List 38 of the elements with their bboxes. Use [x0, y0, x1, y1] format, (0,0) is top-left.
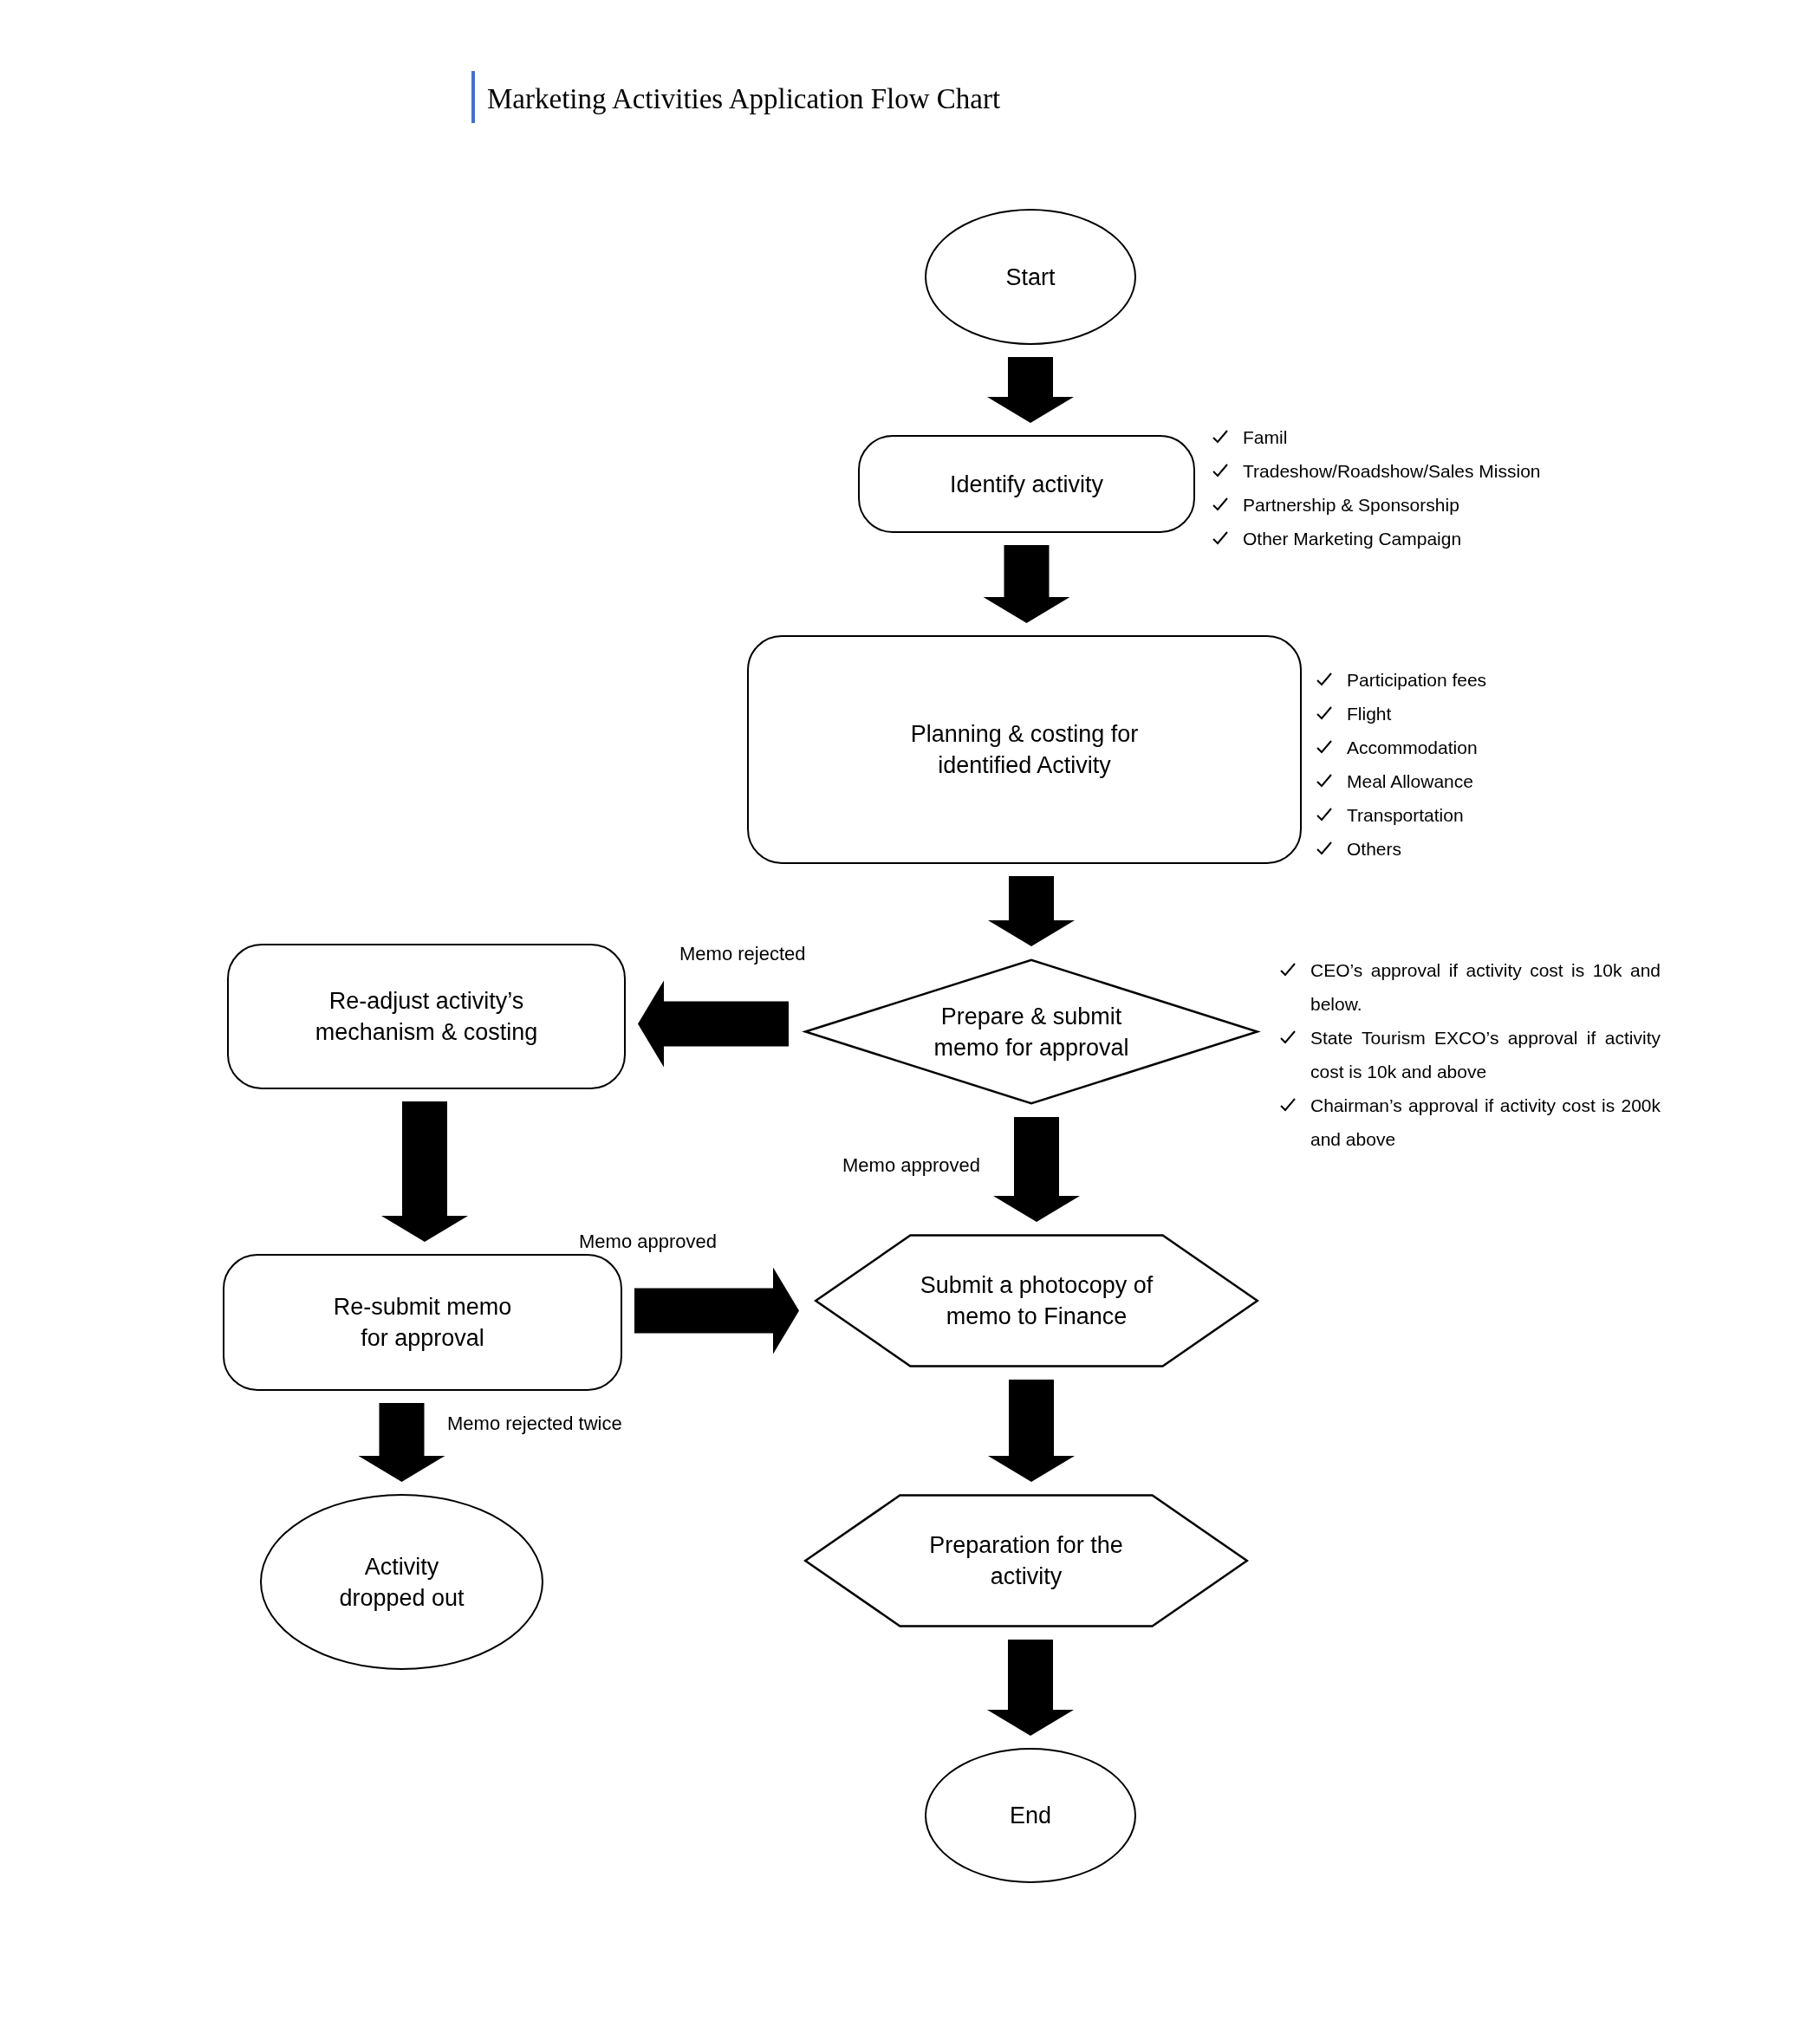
node-label: Re-submit memo for approval [332, 1293, 513, 1353]
block-arrow [381, 1101, 468, 1242]
process-box [747, 635, 1302, 864]
node-label: Preparation for the activity [928, 1531, 1124, 1591]
block-arrow [638, 980, 789, 1068]
block-arrow [987, 357, 1074, 423]
block-arrow [988, 1380, 1075, 1482]
checklist-item: Others [1347, 838, 1402, 861]
checklist-item: Flight [1347, 703, 1392, 725]
block-arrow [988, 876, 1075, 946]
title: Marketing Activities Application Flow Chart [487, 82, 1001, 116]
checklist-item: Partnership & Sponsorship [1243, 494, 1459, 516]
block-arrow [983, 545, 1070, 623]
checklist-item: Chairman’s approval if activity cost is 200k and above [1310, 1094, 1661, 1151]
checklist-item: Participation fees [1347, 669, 1487, 692]
checklist-item: CEO’s approval if activity cost is 10k and below. [1310, 959, 1661, 1016]
block-arrow [634, 1267, 799, 1354]
node-label: Activity dropped out [338, 1552, 465, 1613]
checklist-item: Other Marketing Campaign [1243, 528, 1462, 550]
process-box [858, 435, 1195, 533]
node-label: Identify activity [949, 470, 1104, 499]
node-label: Re-adjust activity’s mechanism & costing [314, 987, 539, 1047]
node-label: End [1009, 1802, 1051, 1830]
checklist-item: Accommodation [1347, 737, 1478, 759]
block-arrow [987, 1640, 1074, 1736]
process-box [223, 1254, 622, 1391]
node-label: Planning & costing for identified Activity [909, 720, 1140, 780]
process-box [227, 944, 626, 1089]
node-label: Prepare & submit memo for approval [933, 1002, 1130, 1062]
node-label: Submit a photocopy of memo to Finance [919, 1271, 1154, 1331]
block-arrow [993, 1117, 1080, 1222]
checklist-item: Tradeshow/Roadshow/Sales Mission [1243, 460, 1541, 483]
node-label: Start [1005, 263, 1056, 292]
checklist-item: Famil [1243, 426, 1288, 449]
checklist-item: Transportation [1347, 804, 1464, 827]
checklist-item: Meal Allowance [1347, 770, 1473, 793]
block-arrow [358, 1403, 445, 1482]
checklist-item: State Tourism EXCO’s approval if activity cost is 10k and above [1310, 1027, 1661, 1083]
